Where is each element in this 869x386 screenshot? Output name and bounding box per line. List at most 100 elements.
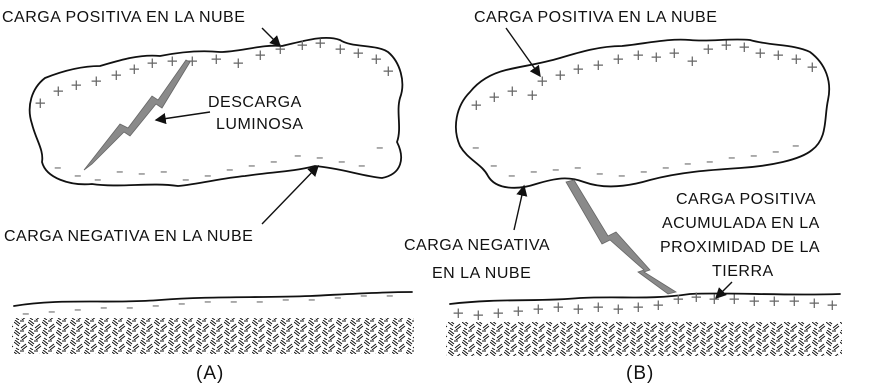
ground-charge-label-line2: ACUMULADA EN LA [662,215,820,232]
charge-plus: + [748,292,761,310]
charge-plus: + [452,304,465,322]
charge-plus: + [232,54,245,72]
negative-charges-a: – – – – – – – – – – – – – – – – [54,138,384,188]
charge-minus: – [552,160,560,178]
ground-charge-label-line4: TIERRA [712,263,774,280]
charge-plus: + [52,82,65,100]
cloud-b-outline [455,38,831,189]
charge-plus: + [572,300,585,318]
negative-charges-ground-a: – – – – – – – – – – – – – – – [22,286,394,322]
charge-plus: + [554,66,567,84]
charge-minus: – [160,162,168,180]
charge-plus: + [826,296,839,314]
charge-plus: + [146,54,159,72]
negative-charge-label-a: CARGA NEGATIVA EN LA NUBE [4,228,253,245]
pointer-arrow [261,27,281,47]
charge-minus: – [182,170,190,188]
pointer-arrow [154,111,211,125]
pointer-arrow [513,184,528,231]
charge-plus: + [788,292,801,310]
charge-minus: – [596,164,604,182]
pointer-arrow [715,281,733,299]
charge-plus: + [186,52,199,70]
charge-plus: + [806,58,819,76]
charge-plus: + [552,298,565,316]
charge-plus: + [650,48,663,66]
positive-charges-ground-b: + + + + + + + + + + + + + + + + + + + + [452,288,839,324]
charge-plus: + [334,40,347,58]
charge-plus: + [488,88,501,106]
charge-plus: + [652,296,665,314]
charge-plus: + [572,60,585,78]
panel-b: + + + + + + + + + + + + + + + + + + + + … [404,9,842,384]
charge-plus: + [720,36,733,54]
charge-plus: + [708,290,721,308]
charge-plus: + [526,86,539,104]
ground-charge-label-line3: PROXIMIDAD DE LA [660,239,820,256]
charge-minus: – [94,170,102,188]
charge-minus: – [338,152,346,170]
charge-minus: – [792,136,800,154]
charge-plus: + [128,60,141,78]
charge-plus: + [808,294,821,312]
charge-plus: + [690,288,703,306]
charge-plus: + [34,94,47,112]
charge-minus: – [684,154,692,172]
charge-minus: – [574,158,582,176]
negative-charges-b: – – – – – – – – – – – – – – – – [472,136,800,184]
earth-hatching-a [12,318,414,354]
charge-plus: + [352,44,365,62]
earth-hatching-b [446,322,842,356]
charge-minus: – [640,162,648,180]
charge-plus: + [592,298,605,316]
charge-minus: – [270,152,278,170]
charge-minus: – [152,296,160,314]
lightning-bolt-b [565,179,678,295]
charge-minus: – [750,146,758,164]
charge-plus: + [512,302,525,320]
cloud-a-outline [28,36,404,187]
charge-minus: – [204,166,212,184]
discharge-label-line1: DESCARGA [208,94,302,111]
charge-minus: – [334,288,342,306]
pointer-arrow [261,164,319,225]
charge-minus: – [530,162,538,180]
charge-plus: + [166,52,179,70]
lightning-bolt-a [83,59,191,171]
charge-minus: – [728,148,736,166]
charge-minus: – [472,138,480,156]
charge-plus: + [70,76,83,94]
charge-plus: + [254,46,267,64]
charge-minus: – [74,166,82,184]
charge-minus: – [54,158,62,176]
charge-plus: + [90,72,103,90]
charge-plus: + [382,62,395,80]
charge-plus: + [532,300,545,318]
charge-plus: + [110,66,123,84]
charge-plus: + [728,290,741,308]
charge-minus: – [138,164,146,182]
charge-plus: + [668,44,681,62]
charge-plus: + [210,50,223,68]
charge-minus: – [294,146,302,164]
charge-plus: + [632,46,645,64]
charge-minus: – [22,304,30,322]
charge-minus: – [386,286,394,304]
charge-plus: + [592,56,605,74]
charge-plus: + [686,52,699,70]
ground-surface-a [13,291,413,307]
charge-minus: – [226,160,234,178]
charge-minus: – [230,292,238,310]
charge-plus: + [314,34,327,52]
charge-plus: + [772,46,785,64]
charge-plus: + [612,50,625,68]
positive-charges-b: + + + + + + + + + + + + + + + + + + + + [470,36,819,114]
charge-minus: – [360,286,368,304]
negative-charge-label-b-line2: EN LA NUBE [432,265,531,282]
positive-charges-a: + + + + + + + + + + + + + + + + + + + [34,34,395,112]
charge-plus: + [672,290,685,308]
charge-plus: + [536,72,549,90]
charge-plus: + [470,96,483,114]
charge-minus: – [706,152,714,170]
charge-minus: – [508,166,516,184]
